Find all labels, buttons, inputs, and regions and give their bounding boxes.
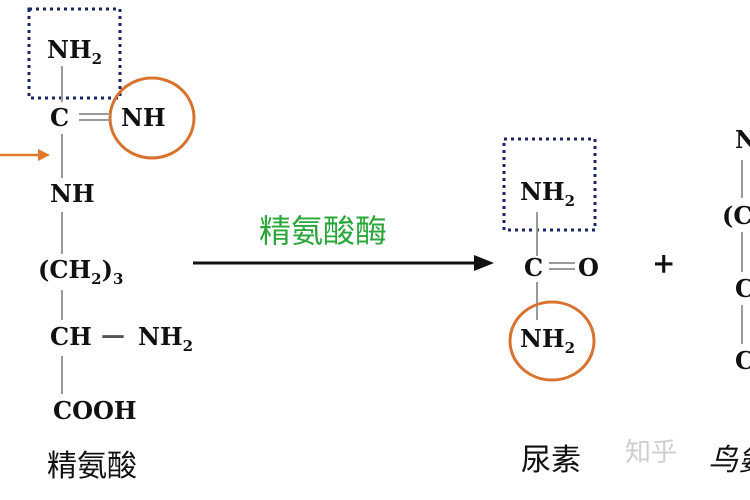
ornithine-row2: (C	[722, 201, 750, 230]
plus-sign: +	[652, 247, 676, 280]
urea-top-nh2: NH2	[520, 177, 576, 210]
ornithine-row4: C	[735, 346, 750, 375]
enzyme-label: 精氨酸酶	[259, 212, 388, 250]
ornithine-name-partial: 鸟氨	[708, 443, 750, 478]
arginine-nh2-box	[27, 7, 122, 100]
urea-carbon: C	[524, 253, 544, 282]
reaction-arrow-head	[474, 255, 494, 271]
ornithine-row3: C	[735, 274, 750, 303]
arginine-carbon: C	[50, 103, 70, 132]
arginine-imine-nh: NH	[121, 103, 166, 132]
pointer-arrow-head	[38, 149, 50, 161]
arginine-nh: NH	[50, 179, 95, 208]
urea-nh2-circle	[508, 300, 596, 382]
urea-name: 尿素	[521, 443, 581, 478]
urea-bottom-nh2: NH2	[520, 324, 576, 357]
arginine-ch2-group: (CH2)3	[38, 255, 124, 288]
ornithine-row1: N	[735, 125, 750, 154]
arginine-amine: NH2	[138, 322, 194, 355]
arginine-name: 精氨酸	[47, 449, 137, 484]
zhihu-watermark: 知乎	[625, 438, 678, 468]
arginine-cooh: COOH	[53, 396, 137, 425]
urea-oxygen: O	[578, 253, 599, 282]
arginine-ch: CH	[50, 322, 92, 351]
arginine-dash: —	[101, 320, 125, 349]
arginine-top-nh2: NH2	[47, 35, 103, 68]
arginine-imine-circle	[108, 76, 196, 160]
